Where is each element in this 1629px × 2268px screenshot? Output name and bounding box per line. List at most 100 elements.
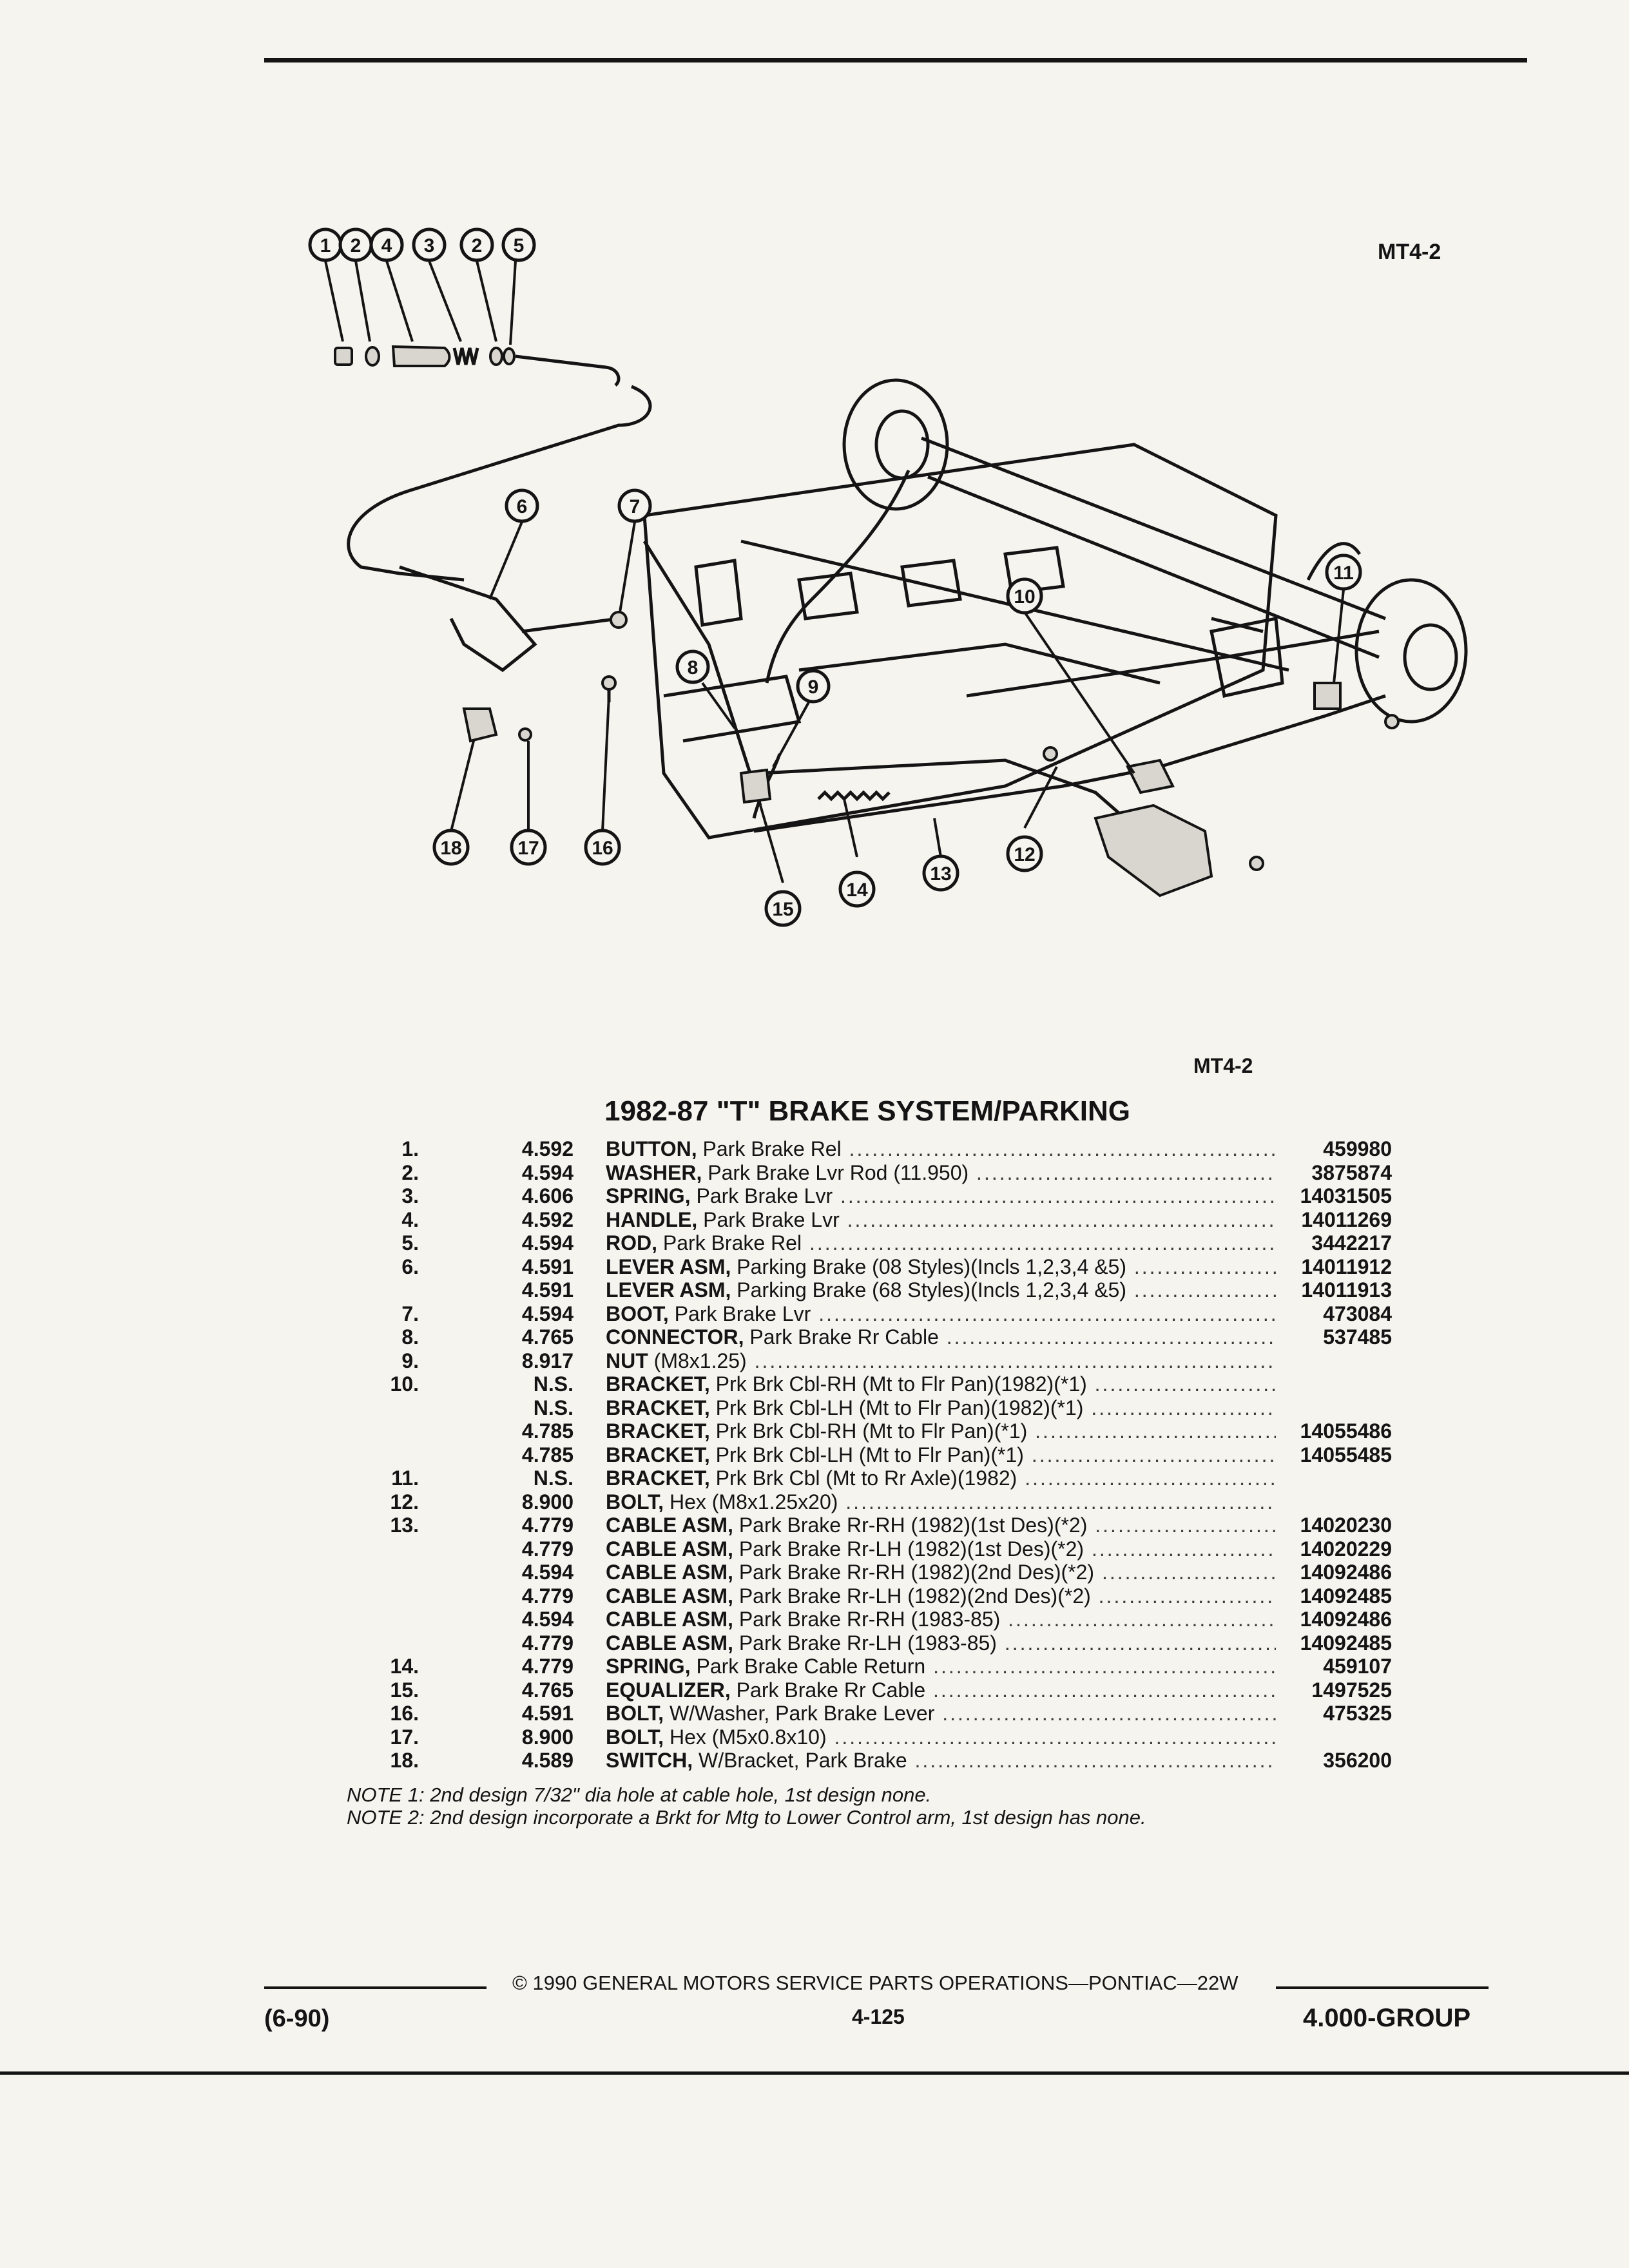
callout-18: 18 — [432, 829, 470, 866]
note-2: NOTE 2: 2nd design incorporate a Brkt fo… — [347, 1806, 1146, 1829]
dot-leader: ........................................… — [1094, 1372, 1276, 1396]
figure-label-top: MT4-2 — [1378, 240, 1441, 264]
part-number: 14092485 — [1300, 1584, 1392, 1608]
part-number — [1276, 1349, 1392, 1373]
part-number — [1276, 1372, 1392, 1396]
item-number: 4. — [401, 1207, 419, 1231]
floor-pan-drawing — [642, 443, 1380, 840]
part-detail: Park Brake Lvr Rod (11.950) — [702, 1160, 969, 1184]
part-description: HANDLE, Park Brake Lvr .................… — [574, 1208, 1276, 1232]
callout-13: 13 — [922, 854, 959, 892]
part-number — [1276, 1396, 1392, 1420]
item-number — [335, 1584, 419, 1608]
group-number: 4.765 — [521, 1678, 574, 1702]
group-number: 4.779 — [521, 1631, 574, 1655]
callout-12: 12 — [1006, 835, 1043, 872]
part-detail: Prk Brk Cbl (Mt to Rr Axle)(1982) — [709, 1466, 1017, 1490]
group-number: N.S. — [533, 1372, 574, 1396]
part-number: 14092485 — [1300, 1631, 1392, 1655]
item-number: 10. — [390, 1372, 419, 1396]
part-detail: W/Bracket, Park Brake — [693, 1749, 907, 1772]
part-name: BRACKET, — [606, 1419, 710, 1443]
callout-leaders — [324, 260, 1345, 883]
svg-text:16: 16 — [592, 838, 613, 859]
part-name: BRACKET, — [606, 1466, 710, 1490]
part-number: 459107 — [1323, 1655, 1392, 1678]
callout-6: 6 — [505, 488, 539, 523]
part-number — [1276, 1725, 1392, 1749]
part-description: CABLE ASM, Park Brake Rr-LH (1982)(1st D… — [574, 1537, 1276, 1561]
dot-leader: ........................................… — [809, 1231, 1276, 1254]
callout-15: 15 — [764, 890, 802, 927]
part-name: BOLT, — [606, 1702, 664, 1725]
svg-text:13: 13 — [930, 863, 951, 885]
item-number: 6. — [401, 1254, 419, 1278]
dot-leader: ........................................… — [933, 1655, 1276, 1678]
part-name: SPRING, — [606, 1184, 691, 1207]
part-description: CONNECTOR, Park Brake Rr Cable .........… — [574, 1325, 1276, 1349]
svg-text:3: 3 — [424, 235, 435, 256]
item-number: 12. — [390, 1490, 419, 1514]
item-number: 1. — [401, 1137, 419, 1160]
callout-14: 14 — [838, 870, 876, 908]
part-number — [1276, 1490, 1392, 1514]
callout-5: 5 — [501, 227, 536, 262]
part-number: 537485 — [1323, 1325, 1392, 1349]
svg-text:2: 2 — [472, 235, 483, 256]
part-name: SWITCH, — [606, 1749, 693, 1772]
part-name: BOOT, — [606, 1302, 669, 1325]
group-number: 4.779 — [521, 1584, 574, 1608]
item-number — [335, 1537, 419, 1561]
dot-leader: ........................................… — [1035, 1419, 1276, 1443]
part-description: LEVER ASM, Parking Brake (08 Styles)(Inc… — [574, 1255, 1276, 1279]
svg-text:1: 1 — [320, 235, 331, 256]
svg-text:7: 7 — [630, 496, 641, 517]
svg-text:9: 9 — [808, 677, 819, 698]
part-number: 475325 — [1323, 1702, 1392, 1725]
item-number — [335, 1561, 419, 1584]
dot-leader: ........................................… — [946, 1325, 1276, 1349]
dot-leader: ........................................… — [1133, 1254, 1276, 1278]
svg-text:11: 11 — [1333, 562, 1354, 584]
callout-1: 1 — [308, 227, 343, 262]
part-description: CABLE ASM, Park Brake Rr-RH (1982)(1st D… — [574, 1514, 1276, 1537]
part-name: EQUALIZER, — [606, 1678, 731, 1702]
part-detail: Park Brake Cable Return — [690, 1655, 926, 1678]
dot-leader: ........................................… — [1025, 1466, 1276, 1490]
part-number: 14092486 — [1300, 1561, 1392, 1584]
part-name: CABLE ASM, — [606, 1514, 733, 1537]
part-number: 14020230 — [1300, 1514, 1392, 1537]
part-name: BOLT, — [606, 1725, 664, 1749]
part-detail: Parking Brake (68 Styles)(Incls 1,2,3,4 … — [731, 1278, 1126, 1302]
svg-text:18: 18 — [440, 838, 461, 859]
dot-leader: ........................................… — [1095, 1514, 1276, 1537]
part-description: CABLE ASM, Park Brake Rr-RH (1983-85) ..… — [574, 1608, 1276, 1631]
part-number: 459980 — [1323, 1137, 1392, 1160]
group-number: 4.594 — [521, 1231, 574, 1254]
callout-2: 2 — [338, 227, 373, 262]
part-description: BOOT, Park Brake Lvr ...................… — [574, 1302, 1276, 1326]
svg-text:6: 6 — [517, 496, 528, 517]
part-description: CABLE ASM, Park Brake Rr-LH (1983-85) ..… — [574, 1631, 1276, 1655]
part-detail: Prk Brk Cbl-RH (Mt to Flr Pan)(1982)(*1) — [709, 1372, 1087, 1396]
part-name: WASHER, — [606, 1160, 702, 1184]
item-number: 17. — [390, 1725, 419, 1749]
part-name: CABLE ASM, — [606, 1631, 733, 1655]
group-number: 4.765 — [521, 1325, 574, 1349]
svg-text:8: 8 — [688, 657, 699, 678]
part-detail: Park Brake Rr-RH (1982)(1st Des)(*2) — [733, 1514, 1088, 1537]
part-description: BRACKET, Prk Brk Cbl-LH (Mt to Flr Pan)(… — [574, 1396, 1276, 1420]
footer-date-code: (6-90) — [264, 2005, 330, 2032]
bottom-rule — [0, 2071, 1629, 2075]
part-detail: Park Brake Lvr — [690, 1184, 833, 1207]
part-number: 356200 — [1323, 1749, 1392, 1772]
